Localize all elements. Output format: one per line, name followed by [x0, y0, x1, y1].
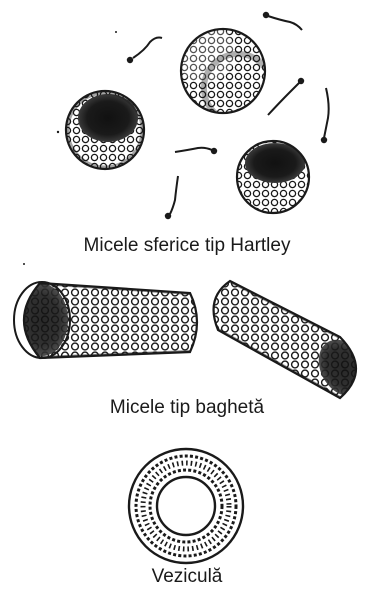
spherical-micelle-right: [237, 141, 309, 213]
vesicle: [129, 449, 243, 563]
rod-micelle-right: [214, 281, 374, 405]
caption-rod-micelles: Micele tip baghetă: [0, 397, 374, 419]
spherical-micelle-left: [66, 91, 144, 169]
monomer: [165, 176, 178, 219]
caption-vesicle: Veziculă: [0, 566, 374, 588]
monomer: [321, 88, 329, 143]
monomer: [263, 12, 302, 30]
rod-micelle-left: [14, 282, 197, 358]
monomer: [268, 78, 304, 115]
monomer: [127, 38, 162, 64]
spherical-micelle-top: [175, 23, 272, 122]
caption-spherical-micelles: Micele sferice tip Hartley: [0, 235, 374, 257]
monomer: [175, 148, 217, 154]
